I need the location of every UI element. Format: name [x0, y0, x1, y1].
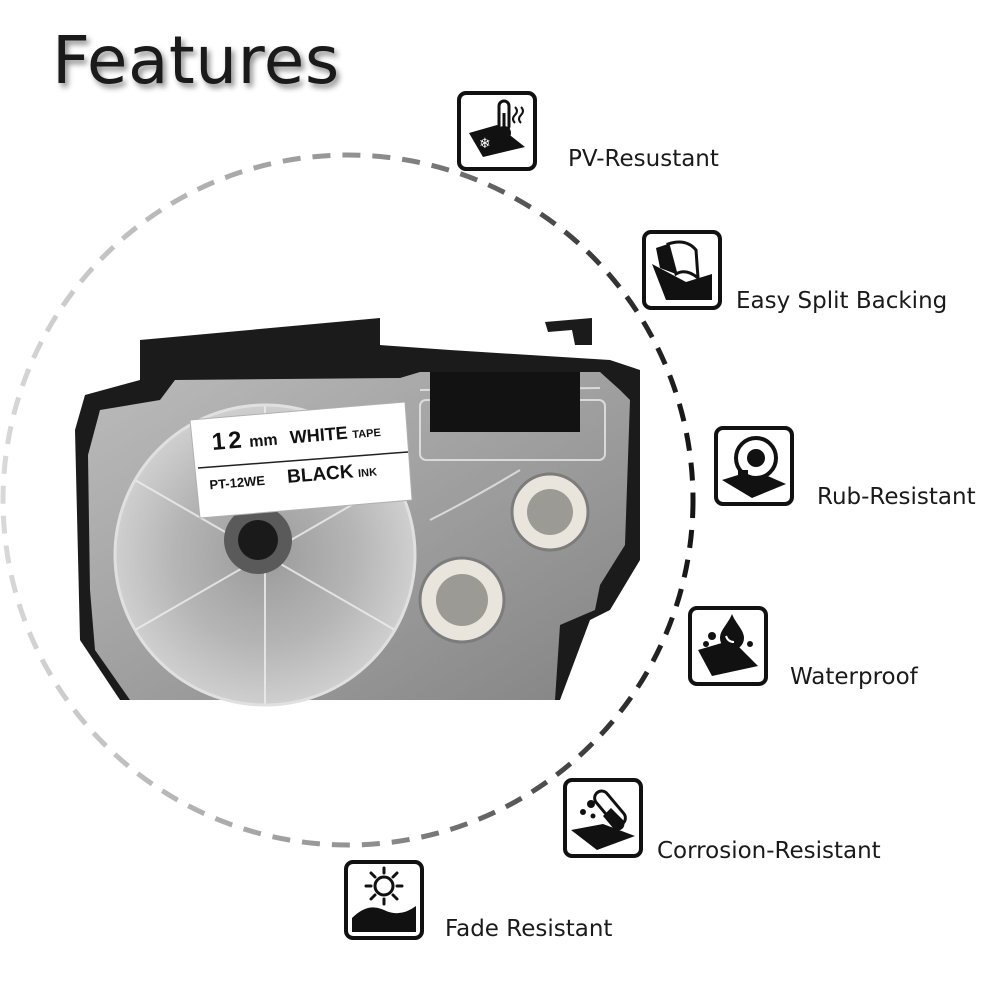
ink-word: INK [357, 466, 378, 480]
rub-roller-icon [714, 426, 794, 506]
tape-cartridge [75, 318, 640, 707]
feature-label-corrosion-resistant: Corrosion-Resistant [657, 838, 881, 864]
feature-label-easy-split-backing: Easy Split Backing [736, 288, 948, 314]
water-drop-icon [688, 606, 768, 686]
feature-label-fade-resistant: Fade Resistant [445, 916, 613, 942]
thermometer-snowflake-icon: ❄ [457, 91, 537, 171]
sun-icon [344, 860, 424, 940]
peel-backing-icon [642, 230, 722, 310]
page-title: Features [52, 22, 340, 99]
feature-label-rub-resistant: Rub-Resistant [817, 484, 976, 510]
tape-model: PT-12WE [208, 472, 266, 493]
dashed-circle [0, 152, 696, 848]
svg-text:❄: ❄ [479, 136, 491, 152]
feature-label-waterproof: Waterproof [790, 664, 918, 690]
tape-size-unit: mm [248, 431, 279, 451]
tape-word: TAPE [351, 426, 382, 442]
tape-color: WHITE [289, 422, 349, 448]
tape-size-number: 12 [210, 426, 246, 457]
feature-label-pv-resistant: PV-Resustant [568, 146, 719, 172]
cartridge-label: 12 mm WHITE TAPE PT-12WE BLACK INK [200, 402, 417, 514]
ink-color: BLACK [286, 461, 355, 488]
test-tube-icon [563, 778, 643, 858]
